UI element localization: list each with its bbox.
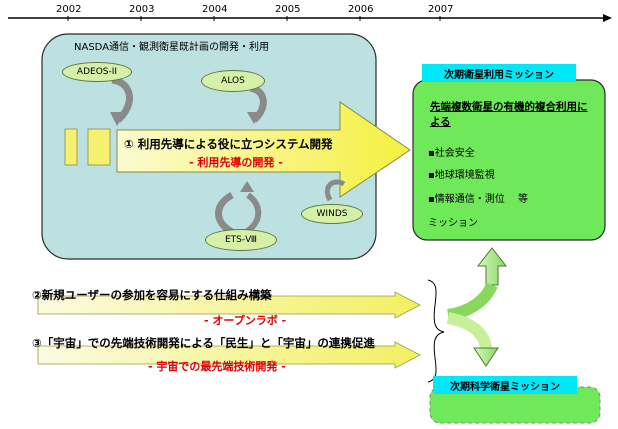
initiative-2-subtitle: - オープンラボ - [204, 314, 287, 327]
next-utilization-item-1: ▪社会安全 [428, 148, 475, 159]
big-arrow-title: ① 利用先導による役に立つシステム開発 [124, 137, 333, 151]
year-2004: 2004 [202, 4, 228, 15]
satellite-ets-viii: ETS-Ⅷ [205, 229, 277, 251]
next-science-box [429, 386, 601, 424]
satellite-label: WINDS [316, 209, 348, 219]
big-arrow-subtitle: - 利用先導の開発 - [189, 156, 283, 169]
ets-curve-arrowhead [240, 181, 254, 192]
initiative-3-title: ③「宇宙」での先端技術開発による「民生」と「宇宙」の連携促進 [32, 336, 375, 350]
yellow-block-1 [64, 128, 78, 166]
satellite-adeos-ii: ADEOS-II [62, 62, 132, 82]
timeline-ticks [67, 16, 441, 21]
green-up-arrowhead [476, 247, 508, 286]
year-2002: 2002 [56, 4, 82, 15]
big-yellow-arrow [116, 101, 411, 198]
nasda-panel-title: NASDA通信・観測衛星既計画の開発・利用 [74, 42, 270, 53]
year-2003: 2003 [129, 4, 155, 15]
year-2005: 2005 [275, 4, 301, 15]
green-down-arrow-curve [446, 312, 492, 350]
year-2006: 2006 [348, 4, 374, 15]
green-up-arrow-curve [446, 282, 498, 321]
satellite-alos: ALOS [201, 70, 265, 92]
next-utilization-item-2: ▪地球環境監視 [428, 170, 495, 181]
green-down-arrowhead [473, 347, 499, 367]
next-utilization-heading: 先端複数衛星の有機的複合利用による [430, 101, 588, 128]
winds-curve-arrow [324, 179, 346, 202]
long-arrow-2 [37, 341, 421, 369]
satellite-winds: WINDS [301, 204, 363, 224]
satellite-label: ADEOS-II [76, 67, 118, 77]
long-arrow-1 [37, 291, 421, 319]
initiative-3-subtitle: - 宇宙での最先端技術開発 - [148, 360, 286, 373]
satellite-label: ALOS [221, 76, 245, 86]
satellite-label: ETS-Ⅷ [225, 235, 257, 245]
initiative-2-title: ②新規ユーザーの参加を容易にする仕組み構築 [32, 288, 272, 302]
next-utilization-label: 次期衛星利用ミッション [422, 64, 576, 82]
year-2007: 2007 [428, 4, 454, 15]
brace [427, 279, 445, 383]
alos-curve-arrowhead [247, 112, 262, 124]
yellow-block-2 [87, 128, 111, 166]
adeos-curve-arrowhead [110, 112, 126, 126]
next-utilization-item-3: ▪情報通信・測位 等 [428, 194, 528, 205]
next-science-label: 次期科学衛星ミッション [433, 376, 577, 394]
next-utilization-item-4: ミッション [428, 218, 478, 229]
timeline-arrowhead [603, 14, 612, 22]
